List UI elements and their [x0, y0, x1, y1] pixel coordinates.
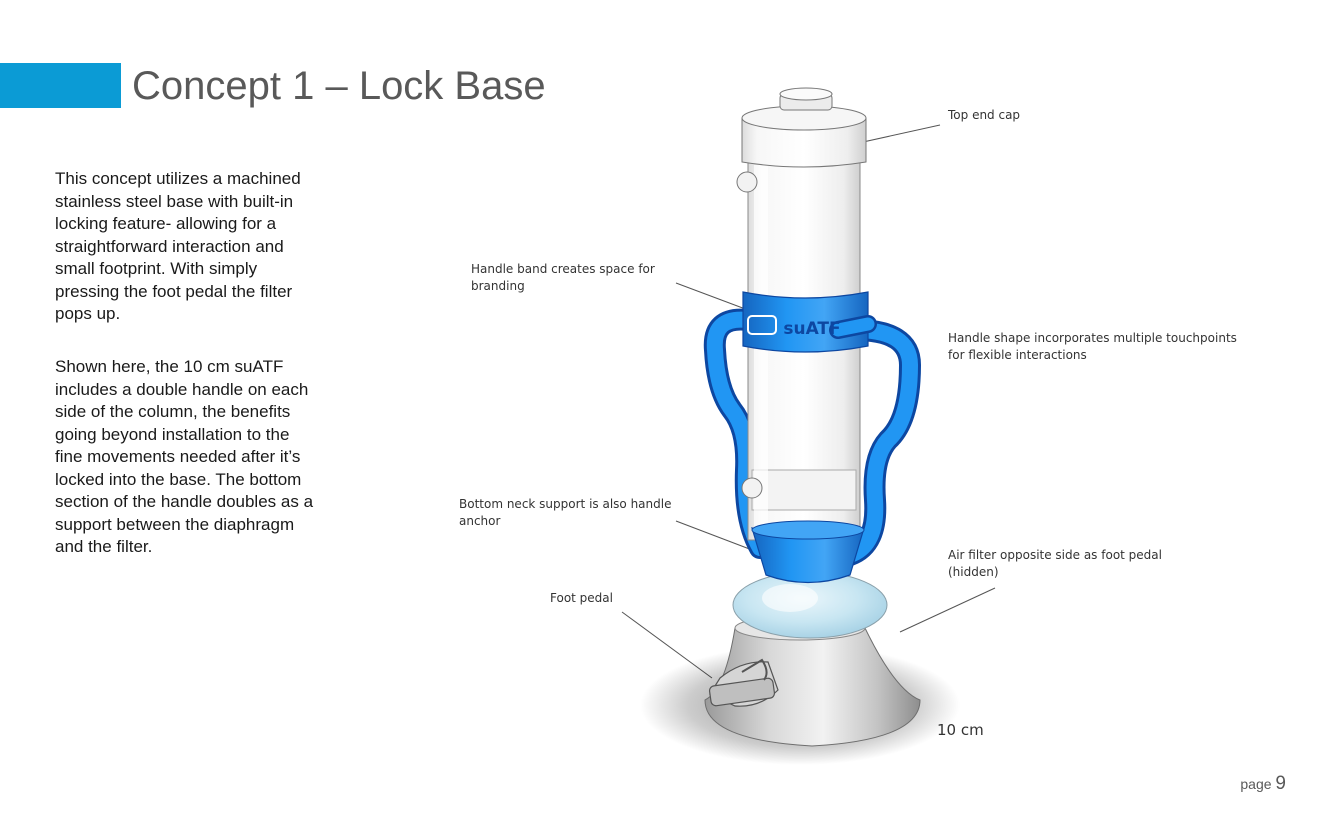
intro-paragraph: This concept utilizes a machined stainle… — [55, 169, 301, 323]
lower-vent-port — [741, 477, 763, 499]
callout-handle-shape: Handle shape incorporates multiple touch… — [948, 331, 1237, 362]
slide-title: Concept 1 – Lock Base — [132, 64, 546, 108]
detail-paragraph: Shown here, the 10 cm suATF includes a d… — [55, 357, 314, 556]
page-number-value: 9 — [1275, 773, 1286, 794]
callout-air-filter: Air filter opposite side as foot pedal (… — [948, 548, 1162, 579]
callout-bottom-neck: Bottom neck support is also handle ancho… — [459, 497, 672, 528]
callout-top-end-cap: Top end cap — [948, 108, 1021, 122]
top-end-cap — [741, 87, 867, 168]
brand-label: suATF — [783, 319, 840, 339]
page-number: page 9 — [1240, 773, 1286, 795]
bottom-neck-support — [751, 520, 865, 584]
callout-foot-pedal: Foot pedal — [550, 591, 613, 605]
double-handle — [703, 308, 922, 566]
callout-handle-band: Handle band creates space for branding — [471, 262, 655, 293]
page-prefix: page — [1240, 776, 1272, 792]
title-accent-bar — [0, 63, 121, 108]
upper-vent-port — [736, 171, 758, 193]
size-label: 10 cm — [937, 721, 984, 739]
foot-pedal — [708, 658, 779, 707]
handle-band: suATF — [742, 291, 877, 353]
